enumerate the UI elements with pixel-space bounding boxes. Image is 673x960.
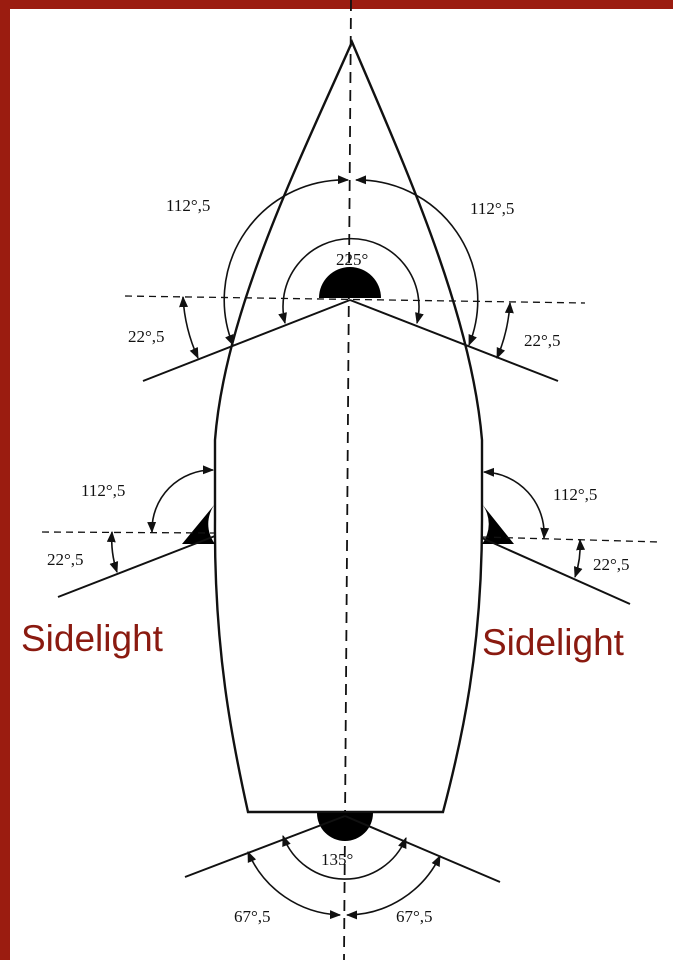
starboard-sector-arc (482, 467, 550, 540)
masthead-left-limit (142, 299, 351, 382)
starboard-abaft-label: 22°,5 (593, 555, 630, 574)
stern-right-label: 67°,5 (396, 907, 433, 926)
stern-light (317, 813, 373, 841)
port-abaft-arc (106, 530, 119, 574)
starboard-limit-line (481, 537, 631, 605)
frame-top-border (0, 0, 673, 9)
masthead-light (319, 267, 381, 298)
masthead-left-label: 112°,5 (166, 196, 210, 215)
stern-left-label: 67°,5 (234, 907, 271, 926)
sidelight-left-label: Sidelight (21, 618, 163, 659)
port-beam-line (41, 531, 216, 534)
masthead-left-arc (223, 175, 350, 347)
masthead-abaft-left-label: 22°,5 (128, 327, 165, 346)
masthead-right-abaft-arc (496, 301, 514, 360)
sidelight-right-label: Sidelight (482, 622, 624, 663)
stern-right-limit (344, 815, 501, 883)
masthead-total-label: 225° (336, 250, 368, 269)
masthead-right-label: 112°,5 (470, 199, 514, 218)
starboard-abaft-arc (573, 538, 586, 579)
masthead-abaft-right-label: 22°,5 (524, 331, 561, 350)
port-abaft-label: 22°,5 (47, 550, 84, 569)
stern-total-label: 135° (321, 850, 353, 869)
port-sector-arc (147, 465, 215, 534)
port-limit-line (57, 535, 216, 598)
frame-left-border (0, 0, 10, 960)
masthead-left-abaft-arc (179, 295, 199, 360)
stern-left-limit (184, 815, 346, 878)
masthead-right-arc (354, 175, 479, 347)
starboard-sector-label: 112°,5 (553, 485, 597, 504)
stern-right-arc (345, 854, 441, 920)
centerline (343, 0, 352, 960)
hull-outline (213, 38, 484, 814)
stern-left-arc (247, 850, 342, 920)
port-sector-label: 112°,5 (81, 481, 125, 500)
